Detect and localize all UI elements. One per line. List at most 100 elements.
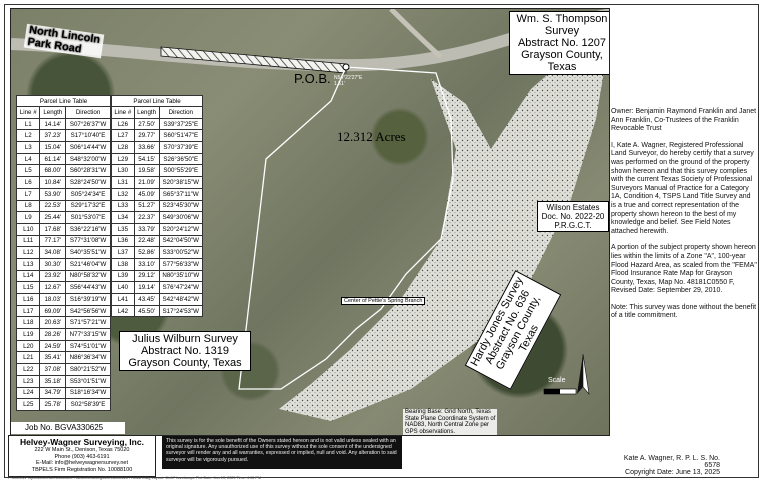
direction-cell: S20°24'12"W bbox=[158, 222, 204, 236]
length-cell: 24.59' bbox=[39, 339, 67, 353]
line-cell: L23 bbox=[15, 374, 41, 388]
certification-note: I, Kate A. Wagner, Registered Profession… bbox=[611, 141, 754, 235]
direction-cell: S02°58'39"E bbox=[65, 398, 111, 411]
line-cell: L9 bbox=[15, 211, 41, 224]
direction-cell: S65°37'11"W bbox=[158, 187, 204, 201]
direction-cell: S05°24'34"E bbox=[65, 187, 111, 201]
col-length: Length bbox=[39, 106, 67, 119]
direction-cell: S49°30'06"W bbox=[158, 211, 204, 224]
line-cell: L19 bbox=[15, 328, 41, 341]
direction-cell: N86°36'34"W bbox=[65, 351, 111, 365]
direction-cell: S18°16'34"W bbox=[65, 386, 111, 400]
driveway bbox=[389, 9, 443, 59]
direction-cell: S53°01'51"W bbox=[65, 374, 111, 388]
length-cell: 28.26' bbox=[39, 328, 67, 341]
col-line: Line # bbox=[15, 106, 41, 119]
owner-note: Owner: Benjamin Raymond Franklin and Jan… bbox=[611, 108, 757, 133]
length-cell: 61.14' bbox=[39, 152, 67, 166]
line-cell: L32 bbox=[111, 187, 135, 201]
length-cell: 12.67' bbox=[39, 281, 67, 294]
direction-cell: S06°14'44"W bbox=[65, 141, 111, 154]
col-length: Length bbox=[133, 106, 160, 119]
length-cell: 18.03' bbox=[39, 293, 67, 306]
pob-label: P.O.B. bbox=[294, 71, 331, 86]
direction-cell: S28°24'50"W bbox=[65, 176, 111, 189]
line-cell: L1 bbox=[15, 117, 41, 131]
length-cell: 53.90' bbox=[39, 187, 67, 201]
line-cell: L3 bbox=[15, 141, 41, 154]
survey-plat bbox=[11, 9, 609, 421]
line-cell: L21 bbox=[15, 351, 41, 365]
length-cell: 27.50' bbox=[133, 117, 160, 131]
direction-cell: S77°56'33"W bbox=[158, 257, 204, 271]
scale-bar bbox=[543, 388, 577, 395]
length-cell: 25.44' bbox=[39, 211, 67, 224]
company-firm-number: TBPELS Firm Registration No. 10088100 bbox=[31, 466, 133, 473]
line-cell: L8 bbox=[15, 199, 41, 213]
direction-cell: S80°21'52"W bbox=[65, 363, 111, 376]
line-cell: L31 bbox=[111, 176, 135, 189]
direction-cell: S60°51'47"E bbox=[158, 129, 204, 143]
length-cell: 23.92' bbox=[39, 269, 67, 283]
line-cell: L33 bbox=[111, 199, 135, 213]
wilburn-survey-label: Julius Wilburn Survey Abstract No. 1319 … bbox=[119, 331, 251, 371]
basis-of-bearing-note: Bearing Base: Grid North, Texas State Pl… bbox=[403, 409, 498, 435]
col-line: Line # bbox=[111, 106, 135, 119]
company-phone: Phone (903) 463-6191 bbox=[54, 453, 110, 460]
direction-cell: S16°39'19"W bbox=[65, 293, 111, 306]
line-cell: L25 bbox=[15, 398, 41, 411]
direction-cell: S74°51'01"W bbox=[65, 339, 111, 353]
direction-cell: S77°31'08"W bbox=[65, 234, 111, 248]
length-cell: 37.23' bbox=[39, 129, 67, 143]
line-cell: L15 bbox=[15, 281, 41, 294]
line-cell: L22 bbox=[15, 363, 41, 376]
direction-cell: S01°53'07"E bbox=[65, 211, 111, 224]
length-cell: 17.68' bbox=[39, 222, 67, 236]
direction-cell: S17°24'53"W bbox=[158, 304, 204, 318]
line-cell: L42 bbox=[111, 304, 135, 318]
parcel-boundary bbox=[238, 66, 454, 390]
length-cell: 68.00' bbox=[39, 164, 67, 178]
line-cell: L18 bbox=[15, 316, 41, 330]
direction-cell: S42°56'56"W bbox=[65, 304, 111, 318]
line-cell: L41 bbox=[111, 293, 135, 306]
line-cell: L10 bbox=[15, 222, 41, 236]
length-cell: 14.14' bbox=[39, 117, 67, 131]
length-cell: 29.12' bbox=[133, 269, 160, 283]
length-cell: 45.50' bbox=[133, 304, 160, 318]
length-cell: 33.10' bbox=[133, 257, 160, 271]
length-cell: 22.53' bbox=[39, 199, 67, 213]
length-cell: 19.14' bbox=[133, 281, 160, 294]
direction-cell: S42°04'50"W bbox=[158, 234, 204, 248]
company-name: Helvey-Wagner Surveying, Inc. bbox=[20, 437, 144, 447]
length-cell: 45.09' bbox=[133, 187, 160, 201]
length-cell: 52.86' bbox=[133, 246, 160, 259]
flood-note: A portion of the subject property shown … bbox=[611, 244, 757, 295]
notes-column: Owner: Benjamin Raymond Franklin and Jan… bbox=[611, 108, 757, 329]
line-cell: L11 bbox=[15, 234, 41, 248]
length-cell: 35.41' bbox=[39, 351, 67, 365]
parcel-line-table-right: Parcel Line Table Line # Length Directio… bbox=[111, 95, 204, 318]
length-cell: 33.66' bbox=[133, 141, 160, 154]
direction-cell: S39°37'25"E bbox=[158, 117, 204, 131]
line-cell: L24 bbox=[15, 386, 41, 400]
